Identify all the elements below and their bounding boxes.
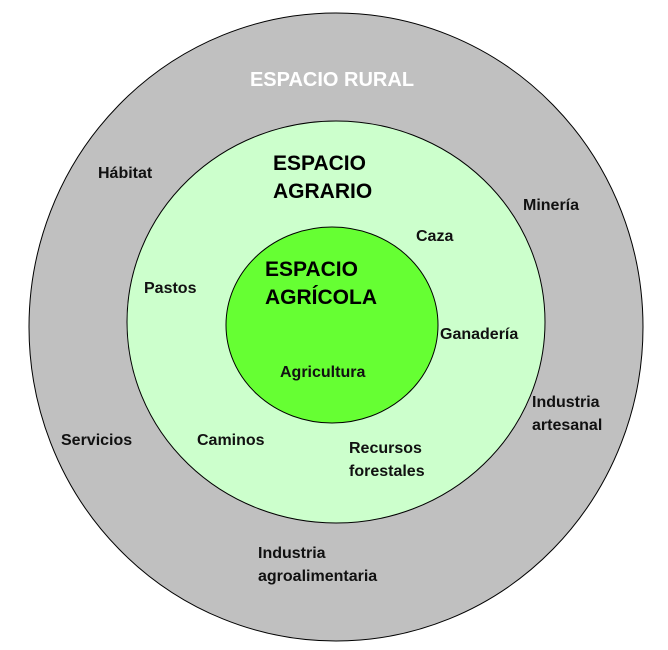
agrario-title-1: ESPACIO [273, 152, 366, 175]
label-pastos: Pastos [144, 280, 197, 297]
agrario-title-2: AGRARIO [273, 180, 372, 203]
label-industria-artesanal-2: artesanal [532, 417, 602, 434]
agricola-title-2: AGRÍCOLA [265, 286, 377, 309]
label-habitat: Hábitat [98, 165, 153, 182]
label-recursos-forestales-2: forestales [349, 463, 425, 480]
label-caza: Caza [416, 228, 453, 245]
label-industria-artesanal-1: Industria [532, 394, 600, 411]
agricola-circle [225, 226, 439, 424]
label-industria-agro-1: Industria [258, 545, 326, 562]
label-servicios: Servicios [61, 432, 132, 449]
rural-title: ESPACIO RURAL [250, 69, 414, 91]
label-industria-agro-2: agroalimentaria [258, 568, 377, 585]
label-caminos: Caminos [197, 432, 265, 449]
label-ganaderia: Ganadería [440, 326, 518, 343]
label-recursos-forestales-1: Recursos [349, 440, 422, 457]
label-mineria: Minería [523, 197, 579, 214]
label-agricultura: Agricultura [280, 364, 365, 381]
agricola-title-1: ESPACIO [265, 258, 358, 281]
